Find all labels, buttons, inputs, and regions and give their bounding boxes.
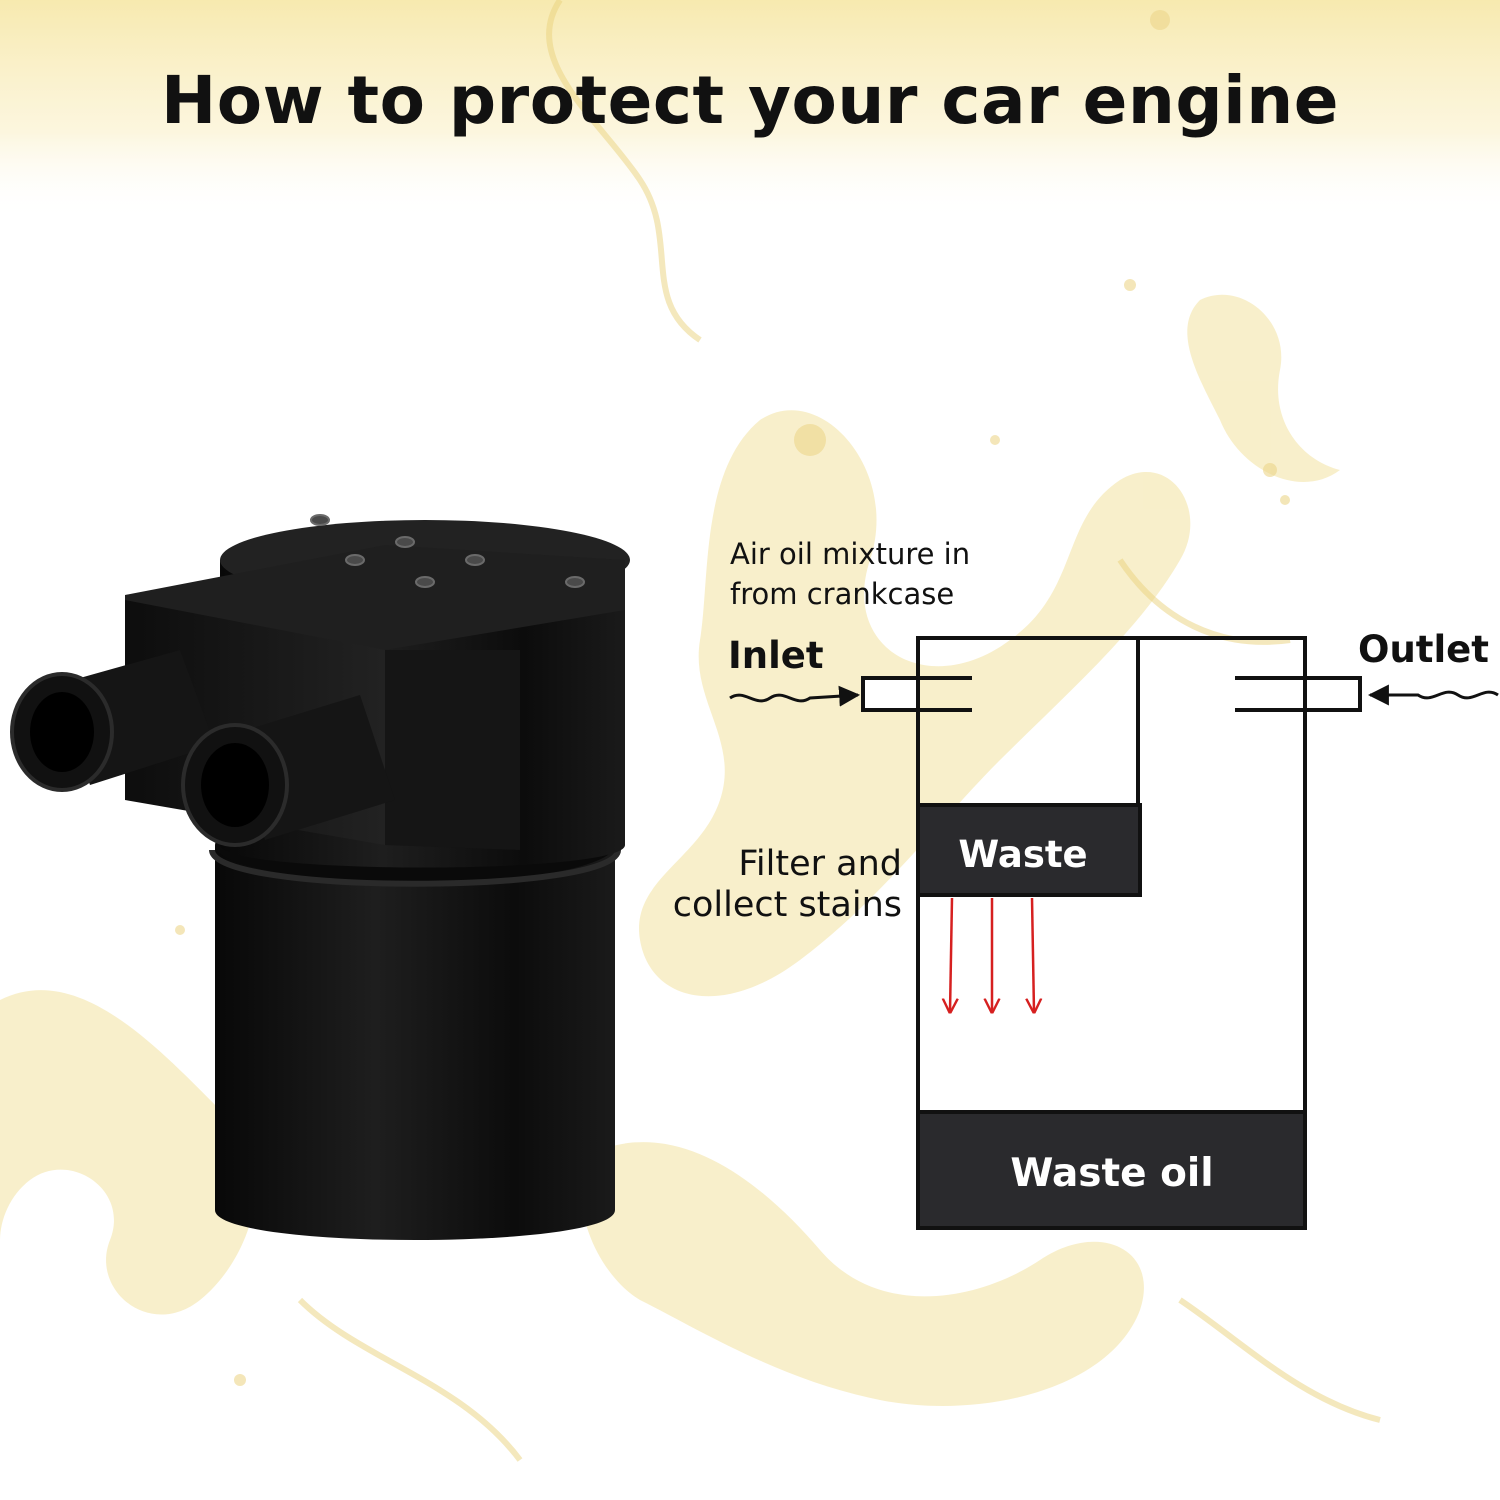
separator-flow-diagram: Air oil mixture in from crankcase Inlet …	[673, 537, 1499, 1230]
waste-oil-label: Waste oil	[1010, 1151, 1213, 1196]
inlet-arrow-icon	[729, 685, 861, 707]
waste-oil-reservoir	[916, 1110, 1307, 1230]
drip-arrow-1-icon	[950, 897, 952, 1012]
waste-label: Waste	[958, 833, 1087, 876]
annotation-line-2: from crankcase	[730, 577, 954, 611]
oil-catch-can-image	[10, 514, 630, 1240]
filter-label-line-2: collect stains	[673, 885, 902, 925]
page-title: How to protect your car engine	[161, 62, 1339, 139]
drip-arrows	[950, 897, 1034, 1012]
inlet-label: Inlet	[728, 634, 824, 677]
waste-filter-block	[916, 803, 1142, 897]
drip-arrow-3-icon	[1032, 897, 1034, 1012]
outlet-arrow-icon	[1367, 684, 1499, 706]
inlet-tube	[861, 676, 972, 712]
filter-label-line-1: Filter and	[738, 844, 902, 884]
annotation-line-1: Air oil mixture in	[730, 537, 970, 571]
outlet-tube	[1235, 676, 1362, 712]
outlet-label: Outlet	[1358, 628, 1489, 671]
